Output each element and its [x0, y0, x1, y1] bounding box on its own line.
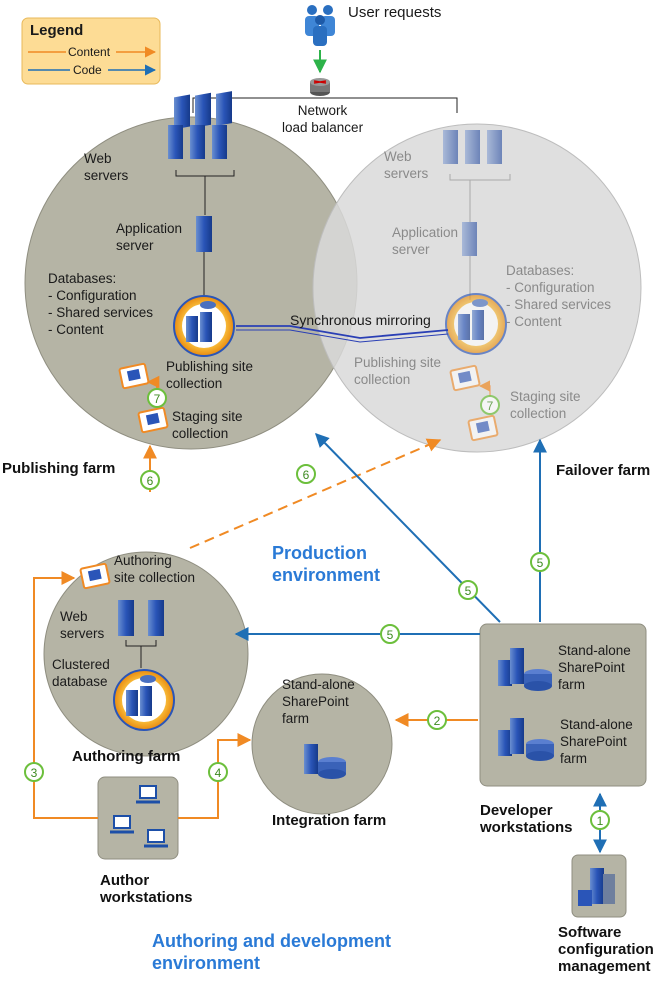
failover-step7-arrow — [478, 380, 491, 396]
publishing-site-label: Publishing site collection — [166, 359, 254, 391]
load-balancer-icon — [310, 78, 330, 96]
failover-publishing-site-label: Publishing site collection — [354, 355, 442, 387]
authoring-site-label: Authoring site collection — [114, 553, 196, 585]
step-badge-2: 2 — [427, 710, 447, 730]
failover-farm-title: Failover farm — [556, 462, 651, 479]
authoring-farm-circle — [43, 551, 249, 757]
developer-standalone-label-1: Stand-alone SharePoint farm — [558, 643, 631, 692]
failover-staging-site-label: Staging site collection — [510, 389, 581, 421]
publishing-site-folder-icon — [118, 362, 150, 390]
publishing-step7-arrow — [146, 375, 160, 389]
publishing-app-server-label: Application server — [116, 221, 183, 253]
failover-app-server-label: Application server — [392, 225, 459, 257]
step-badge-5-failover: 5 — [530, 552, 550, 572]
publishing-farm-title: Publishing farm — [2, 460, 116, 477]
publishing-db-icon — [173, 295, 235, 357]
svg-text:6: 6 — [147, 474, 154, 488]
developer-standalone-icon-2 — [498, 718, 554, 761]
publishing-web-servers-label: Web servers — [84, 151, 129, 183]
developer-workstations-title: Developer workstations — [480, 802, 573, 836]
step-badge-1: 1 — [590, 810, 610, 830]
integration-farm-circle — [251, 673, 393, 815]
svg-text:1: 1 — [597, 814, 604, 828]
publishing-web-servers-icon — [168, 125, 227, 159]
staging-site-folder-icon — [137, 406, 169, 434]
authoring-environment-label: Authoring and development environment — [152, 931, 392, 973]
svg-text:5: 5 — [465, 584, 472, 598]
failover-site-folder-icon — [449, 364, 481, 392]
publishing-databases-label: Databases: - Configuration - Shared serv… — [48, 271, 154, 337]
svg-text:6: 6 — [303, 468, 310, 482]
failover-db-icon — [445, 293, 507, 355]
developer-standalone-label-2: Stand-alone SharePoint farm — [560, 717, 633, 766]
mirroring-line — [236, 325, 449, 339]
step-badge-7-publishing: 7 — [147, 388, 167, 408]
step-badge-6-publishing: 6 — [140, 470, 160, 490]
failover-farm-circle — [312, 123, 642, 453]
authoring-web-bracket — [125, 640, 157, 668]
failover-web-bracket — [449, 174, 511, 222]
svg-text:7: 7 — [487, 399, 494, 413]
step3-arrow — [33, 571, 98, 819]
server-icon — [174, 91, 232, 130]
mirroring-line-2 — [236, 329, 449, 343]
mirroring-label: Synchronous mirroring — [290, 312, 431, 328]
staging-site-label: Staging site collection — [172, 409, 243, 441]
step-badge-3: 3 — [24, 762, 44, 782]
svg-text:2: 2 — [434, 714, 441, 728]
authoring-db-label: Clustered database — [52, 657, 110, 689]
svg-text:3: 3 — [31, 766, 38, 780]
authoring-db-icon — [113, 669, 175, 731]
legend-code-label: Code — [73, 63, 102, 77]
production-environment-label: Production environment — [272, 543, 381, 585]
load-balancer-label: Network load balancer — [282, 103, 364, 135]
integration-standalone-icon — [304, 744, 346, 779]
step-badge-4: 4 — [208, 762, 228, 782]
legend-content-label: Content — [68, 45, 111, 59]
scm-title: Software configuration management — [558, 924, 654, 975]
step-badge-5-authoring: 5 — [380, 624, 400, 644]
authoring-farm-title: Authoring farm — [72, 748, 181, 765]
step6-arrow-failover — [189, 438, 442, 549]
failover-databases-label: Databases: - Configuration - Shared serv… — [506, 263, 612, 329]
failover-web-servers-icon — [443, 130, 502, 164]
integration-standalone-label: Stand-alone SharePoint farm — [282, 677, 355, 726]
svg-text:4: 4 — [215, 766, 222, 780]
publishing-app-server-icon — [196, 216, 212, 252]
load-balancer-bracket — [192, 97, 458, 113]
svg-text:7: 7 — [154, 392, 161, 406]
svg-text:5: 5 — [537, 556, 544, 570]
svg-text:5: 5 — [387, 628, 394, 642]
author-workstations-title: Author workstations — [100, 872, 193, 906]
step-badge-5-publishing: 5 — [458, 580, 478, 600]
failover-app-server-icon — [462, 222, 477, 256]
legend-title: Legend — [30, 22, 84, 39]
failover-web-servers-label: Web servers — [384, 149, 429, 181]
users-icon — [305, 5, 335, 46]
publishing-web-bracket — [175, 170, 235, 215]
developer-standalone-icon-1 — [498, 648, 552, 691]
scm-server-icon — [578, 868, 615, 906]
step-badge-6-failover: 6 — [296, 464, 316, 484]
step-badge-7-failover: 7 — [480, 395, 500, 415]
authoring-web-servers-icon — [118, 600, 164, 636]
integration-farm-title: Integration farm — [272, 812, 387, 829]
authoring-web-servers-label: Web servers — [60, 609, 105, 641]
author-laptops-icon — [110, 785, 168, 848]
authoring-site-folder-icon — [79, 562, 111, 590]
failover-staging-folder-icon — [467, 414, 499, 442]
user-requests-label: User requests — [348, 4, 442, 21]
